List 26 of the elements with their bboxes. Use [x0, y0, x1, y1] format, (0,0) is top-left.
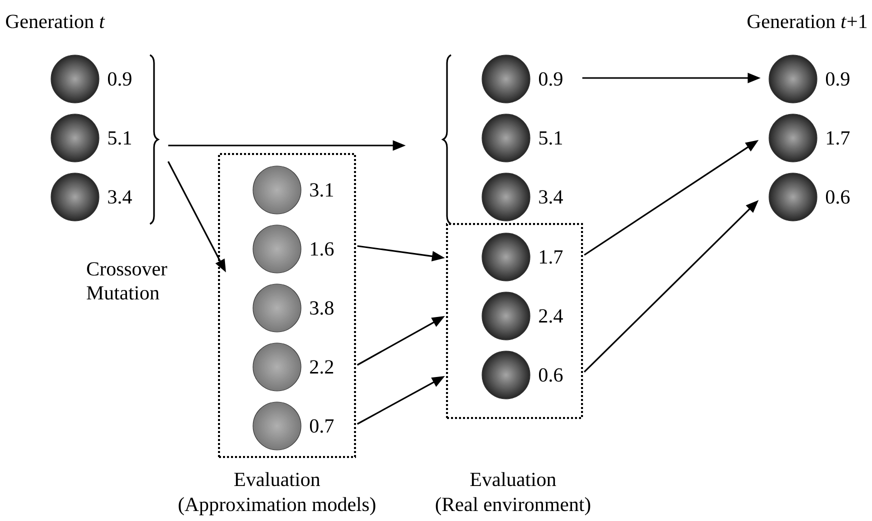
value-label: 1.6 [310, 242, 334, 256]
value-label: 3.1 [310, 183, 333, 197]
edge-label: Crossover Mutation [86, 262, 168, 300]
generation-label: Generation t+1 [748, 14, 867, 28]
value-label: 0.9 [826, 72, 850, 86]
value-label: 3.4 [108, 190, 132, 204]
value-label: 1.7 [826, 131, 850, 145]
value-label: 5.1 [539, 131, 562, 145]
value-label: 0.9 [108, 72, 132, 86]
box-caption: (Approximation models) [178, 497, 376, 516]
generation-label: Generation t [6, 14, 106, 28]
value-label: 5.1 [108, 131, 131, 145]
box-caption: (Real environment) [436, 497, 590, 516]
brace [442, 54, 452, 225]
brace [150, 54, 159, 225]
value-label: 0.6 [538, 368, 563, 382]
value-label: 2.4 [539, 309, 563, 323]
value-label: 3.4 [539, 190, 563, 204]
value-label: 2.2 [310, 360, 334, 374]
value-label: 3.8 [310, 301, 334, 315]
value-label: 0.9 [538, 72, 562, 86]
box-caption: Evaluation [234, 472, 320, 486]
value-label: 0.7 [310, 419, 334, 433]
box-caption: Evaluation [470, 472, 556, 486]
value-label: 1.7 [540, 250, 563, 264]
value-label: 0.6 [826, 190, 850, 204]
